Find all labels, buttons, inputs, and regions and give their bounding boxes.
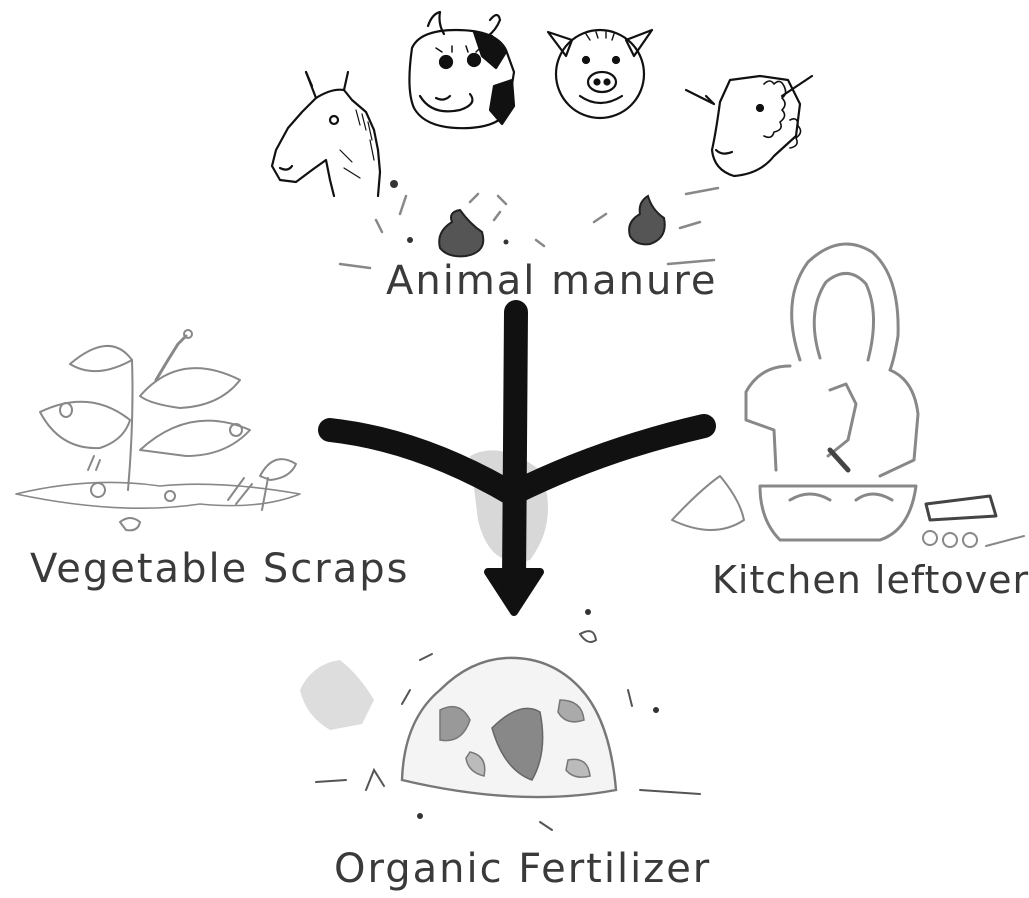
cow-icon xyxy=(409,12,514,128)
label-vegetable-scraps: Vegetable Scraps xyxy=(30,546,409,592)
pig-icon xyxy=(548,30,652,118)
horse-icon xyxy=(272,72,380,196)
sheep-icon xyxy=(686,76,812,176)
label-kitchen-leftovers: Kitchen leftovers xyxy=(712,558,1029,602)
label-organic-fertilizer: Organic Fertilizer xyxy=(334,846,711,892)
label-animal-manure: Animal manure xyxy=(386,258,718,304)
compost-pile-icon xyxy=(300,609,700,830)
manure-pile-icon xyxy=(340,180,718,268)
woman-cooking-icon xyxy=(672,244,1024,547)
plant-icon xyxy=(16,330,300,530)
